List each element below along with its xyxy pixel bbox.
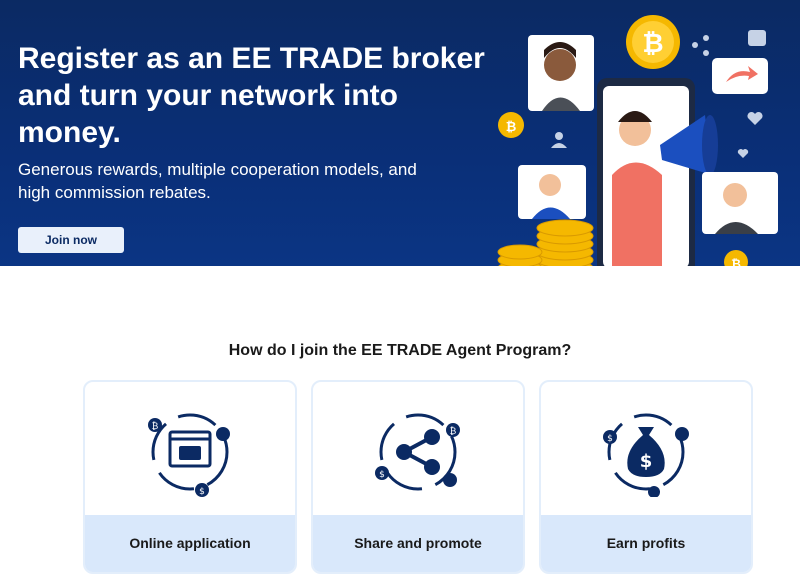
svg-text:$: $ bbox=[379, 470, 385, 480]
svg-text:₿: ₿ bbox=[506, 120, 517, 135]
svg-text:₿: ₿ bbox=[152, 421, 159, 432]
svg-text:₿: ₿ bbox=[731, 257, 741, 266]
hero-subtitle: Generous rewards, multiple cooperation m… bbox=[18, 160, 417, 202]
promoter-illustration: ₿ ₿ bbox=[497, 15, 778, 266]
money-bag-icon: $ $ bbox=[603, 413, 689, 497]
join-now-button[interactable]: Join now bbox=[18, 227, 124, 253]
svg-text:₿: ₿ bbox=[642, 29, 663, 59]
step-card-online-application: ₿ $ Online application bbox=[83, 380, 297, 574]
step-label: Online application bbox=[85, 515, 295, 572]
hero-title: Register as an EE TRADE broker and turn … bbox=[18, 42, 485, 149]
section-title: How do I join the EE TRADE Agent Program… bbox=[228, 342, 572, 359]
step-label: Share and promote bbox=[313, 515, 523, 572]
svg-text:$: $ bbox=[607, 434, 613, 444]
step-label: Earn profits bbox=[541, 515, 751, 572]
step-card-earn-profits: $ $ Earn profits bbox=[539, 380, 753, 574]
svg-text:₿: ₿ bbox=[450, 426, 457, 437]
svg-text:$: $ bbox=[199, 487, 205, 497]
svg-text:$: $ bbox=[640, 451, 653, 472]
share-icon: ₿ $ bbox=[375, 413, 460, 491]
step-card-share-and-promote: ₿ $ Share and promote bbox=[311, 380, 525, 574]
hero-banner: Register as an EE TRADE broker and turn … bbox=[0, 0, 800, 266]
browser-chat-icon: ₿ $ bbox=[148, 413, 230, 497]
